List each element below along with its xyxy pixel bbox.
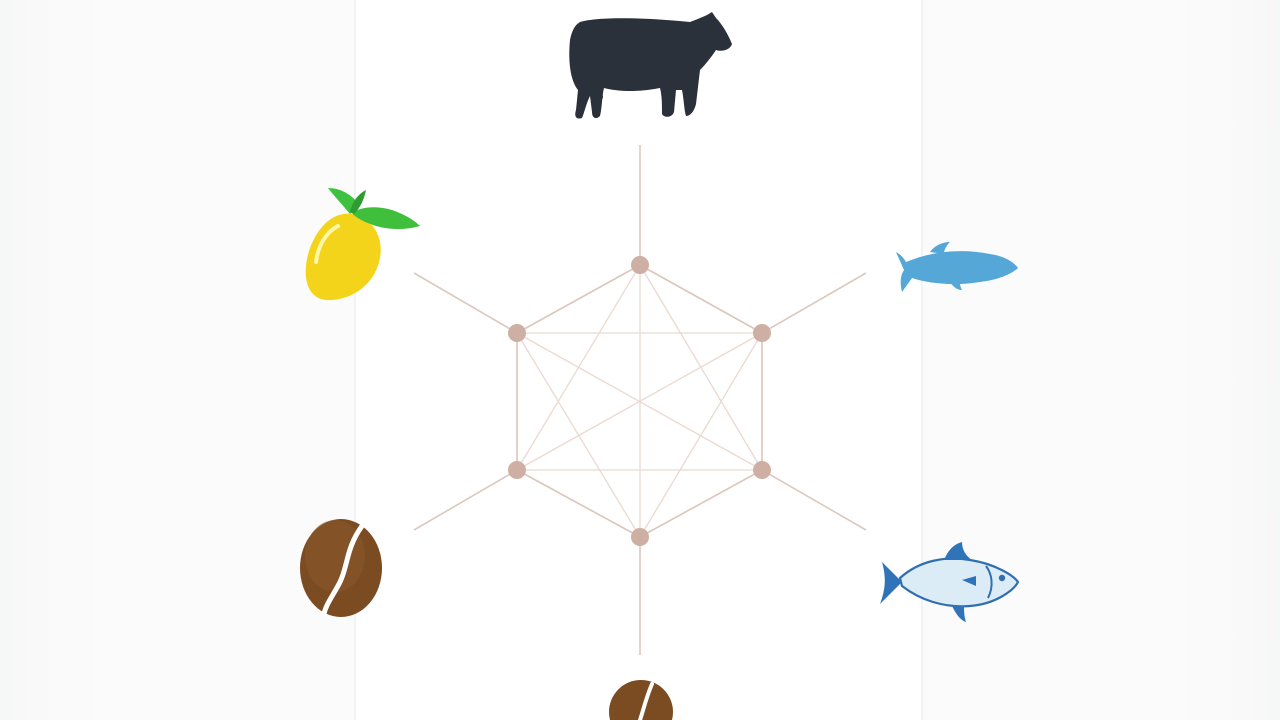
fish-icon xyxy=(880,542,1020,622)
coffee-bean-icon-bottom xyxy=(609,680,673,720)
left-panel xyxy=(0,0,355,720)
inner-mesh xyxy=(516,264,763,538)
coffee-bean-icon xyxy=(300,519,382,617)
left-column-guide xyxy=(354,0,356,720)
cow-icon xyxy=(569,12,732,119)
node-lower-right xyxy=(753,461,771,479)
node-top xyxy=(631,256,649,274)
spoke-lower-left xyxy=(413,469,518,531)
node-upper-right xyxy=(753,324,771,342)
spokes xyxy=(413,145,867,655)
spoke-lower-right xyxy=(761,469,867,531)
spoke-upper-left xyxy=(413,272,518,334)
node-upper-left xyxy=(508,324,526,342)
node-bottom xyxy=(631,528,649,546)
lemon-icon xyxy=(305,188,420,301)
spoke-upper-right xyxy=(761,272,867,334)
whale-shark-icon xyxy=(896,242,1018,292)
nodes xyxy=(508,256,771,546)
right-column-guide xyxy=(921,0,923,720)
node-lower-left xyxy=(508,461,526,479)
